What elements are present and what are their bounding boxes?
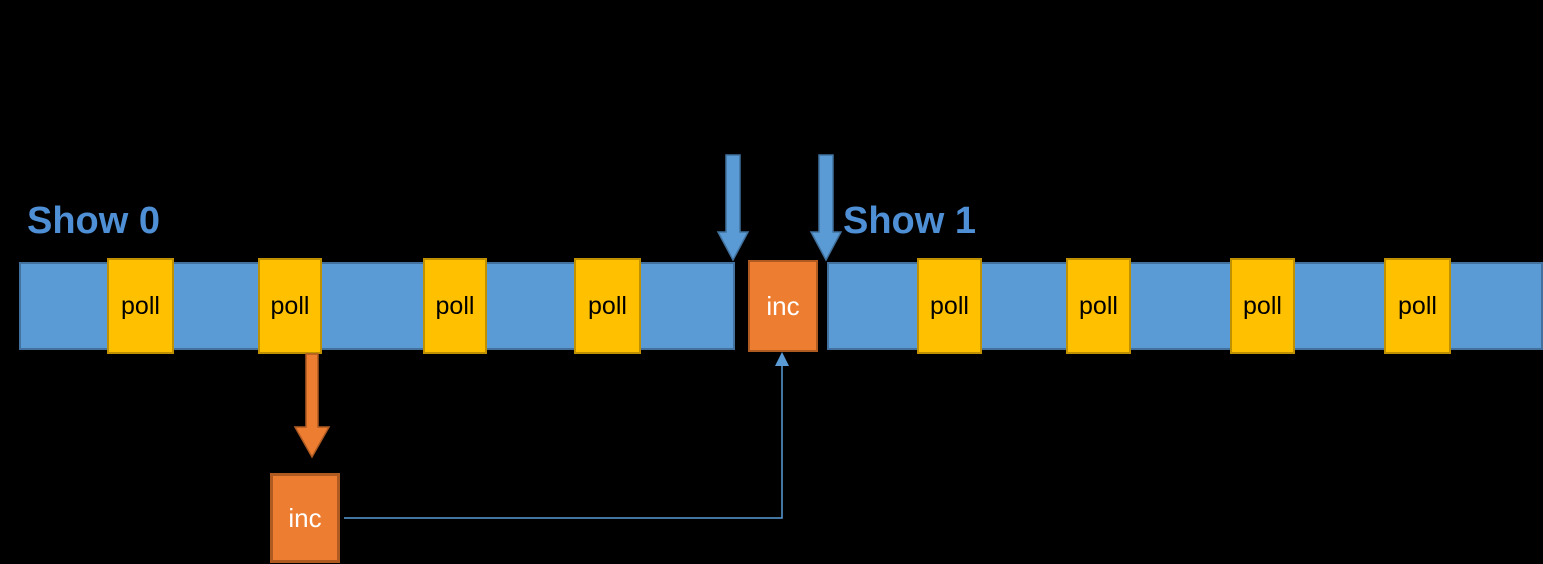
boundary-down-arrow-1 <box>809 154 843 262</box>
timeline-poll-block: poll <box>574 258 641 354</box>
boundary-down-arrow-0 <box>716 154 750 262</box>
timeline-poll-block: poll <box>1384 258 1451 354</box>
inc-return-connector-line <box>344 366 783 519</box>
timeline-poll-block: poll <box>917 258 982 354</box>
timeline-poll-block-label: poll <box>270 291 310 320</box>
inc-return-connector-arrowhead <box>775 352 789 366</box>
timeline-inc-block-label: inc <box>766 290 800 321</box>
timeline-poll-block: poll <box>423 258 487 354</box>
timeline-poll-block-label: poll <box>1398 291 1437 320</box>
timeline-poll-block-label: poll <box>588 291 627 320</box>
timeline-poll-block-label: poll <box>930 291 969 320</box>
timeline-poll-block-label: poll <box>121 291 160 320</box>
show0-label: Show 0 <box>27 200 161 242</box>
timeline-poll-block-label: poll <box>435 291 475 320</box>
timeline-poll-block: poll <box>1066 258 1131 354</box>
timeline-poll-block-label: poll <box>1079 291 1118 320</box>
poll-to-inc-arrow <box>293 353 331 459</box>
timeline-poll-block: poll <box>1230 258 1295 354</box>
timeline-poll-block: poll <box>107 258 174 354</box>
timeline-poll-block: poll <box>258 258 322 354</box>
timeline-inc-block: inc <box>748 260 818 352</box>
show1-label: Show 1 <box>843 200 977 242</box>
timeline-poll-block-label: poll <box>1243 291 1282 320</box>
deferred-inc-box: inc <box>270 473 340 563</box>
deferred-inc-box-label: inc <box>288 502 322 533</box>
